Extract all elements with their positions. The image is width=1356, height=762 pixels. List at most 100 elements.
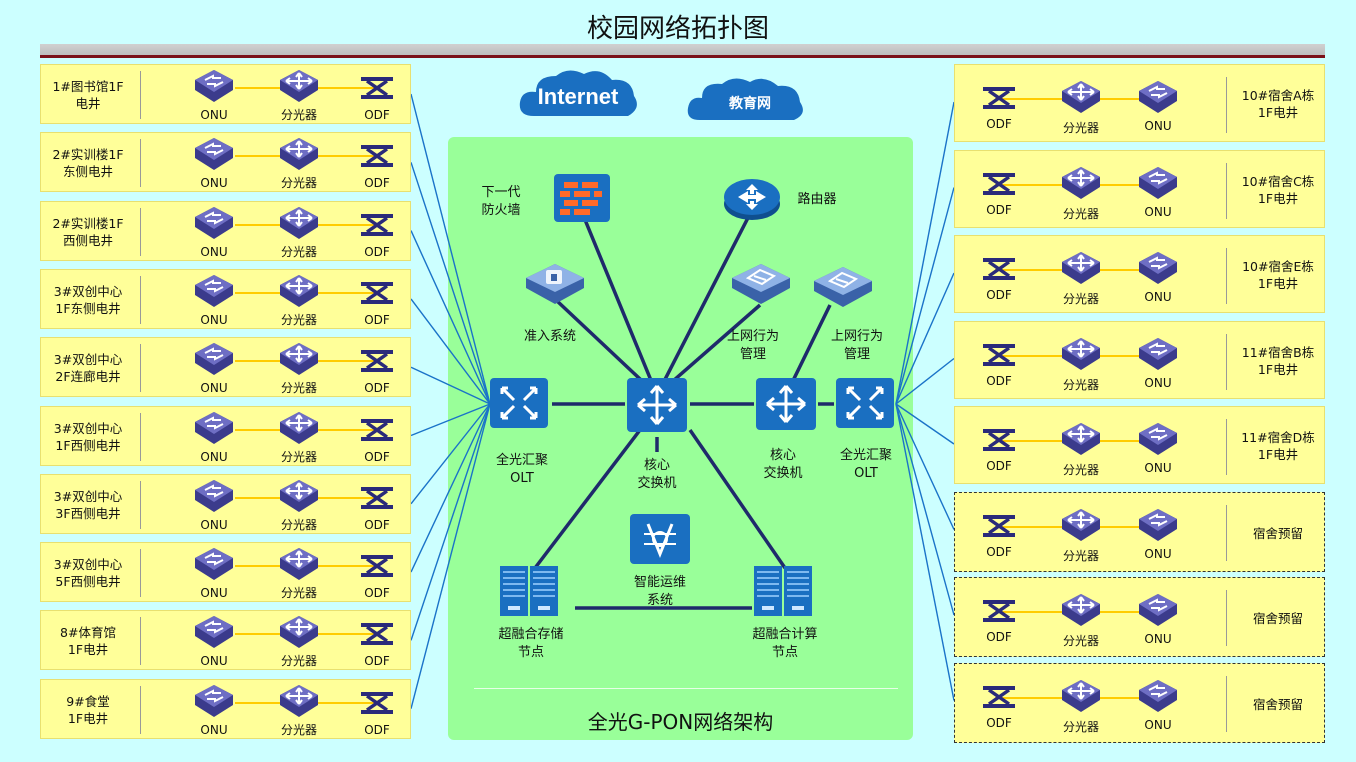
storage-node-icon	[500, 566, 558, 616]
row-divider	[1226, 504, 1227, 561]
link-core-compute	[688, 429, 787, 569]
splitter-label: 分光器	[280, 654, 317, 669]
odf-label: ODF	[364, 312, 390, 327]
odf-icon	[359, 280, 395, 310]
internet-label: Internet	[538, 84, 619, 109]
odf-icon	[359, 485, 395, 515]
odf-label: ODF	[364, 244, 390, 259]
onu-label: ONU	[200, 449, 228, 464]
olt-left-icon	[490, 378, 548, 428]
splitter-label: 分光器	[280, 586, 317, 601]
onu-label: ONU	[1144, 375, 1172, 390]
architecture-title: 全光G-PON网络架构	[587, 710, 774, 734]
firewall-label: 下一代防火墙	[481, 185, 521, 218]
core-panel	[448, 137, 913, 740]
splitter-label: 分光器	[1062, 377, 1099, 392]
splitter-label: 分光器	[280, 108, 317, 122]
edu-net-label: 教育网	[729, 95, 771, 112]
row-divider	[1226, 162, 1227, 219]
onu-label: ONU	[200, 586, 228, 601]
odf-label: ODF	[986, 202, 1012, 217]
uplink-line	[410, 403, 491, 573]
odf-icon	[359, 621, 395, 651]
odf-label: ODF	[986, 459, 1012, 473]
onu-icon	[193, 68, 235, 108]
splitter-label: 分光器	[1062, 548, 1099, 563]
firewall-icon	[554, 174, 610, 222]
splitter-icon	[278, 546, 320, 586]
odf-label: ODF	[364, 722, 390, 737]
behavior-mgmt-2-label: 上网行为管理	[830, 329, 883, 362]
row-divider	[1226, 248, 1227, 304]
splitter-icon	[278, 68, 320, 108]
splitter-icon	[278, 614, 320, 654]
odf-icon	[981, 513, 1017, 543]
onu-icon	[193, 205, 235, 245]
row-divider	[140, 71, 141, 119]
odf-icon	[981, 427, 1017, 457]
onu-icon	[1137, 678, 1179, 718]
onu-label: ONU	[200, 108, 228, 122]
odf-icon	[981, 85, 1017, 115]
uplink-line	[410, 403, 491, 709]
uplink-line	[410, 93, 491, 405]
splitter-icon	[278, 205, 320, 245]
onu-label: ONU	[200, 381, 228, 396]
onu-label: ONU	[200, 312, 228, 327]
odf-icon	[981, 256, 1017, 286]
splitter-label: 分光器	[280, 722, 317, 737]
splitter-label: 分光器	[280, 176, 317, 191]
behavior-mgmt-1-label: 上网行为管理	[726, 329, 779, 362]
row-divider	[140, 480, 141, 529]
row-divider	[140, 412, 141, 461]
uplink-line	[895, 403, 955, 530]
odf-label: ODF	[986, 630, 1012, 644]
odf-icon	[981, 598, 1017, 628]
odf-label: ODF	[364, 108, 390, 122]
splitter-label: 分光器	[1062, 292, 1099, 306]
odf-label: ODF	[986, 117, 1012, 131]
odf-label: ODF	[364, 586, 390, 601]
splitter-icon	[278, 683, 320, 723]
splitter-icon	[1060, 165, 1102, 205]
onu-icon	[193, 273, 235, 313]
link-firewall-core	[579, 209, 659, 396]
onu-icon	[193, 478, 235, 518]
onu-label: ONU	[1144, 717, 1172, 732]
storage-node-label: 超融合存储节点	[498, 627, 564, 660]
uplink-line	[410, 403, 491, 437]
splitter-label: 分光器	[280, 312, 317, 327]
onu-label: ONU	[200, 244, 228, 259]
odf-label: ODF	[986, 288, 1012, 302]
odf-icon	[359, 417, 395, 447]
onu-label: ONU	[1144, 461, 1172, 475]
odf-label: ODF	[364, 176, 390, 191]
splitter-icon	[278, 273, 320, 313]
core-panel-divider	[474, 688, 898, 689]
splitter-label: 分光器	[280, 244, 317, 259]
access-system-label: 准入系统	[523, 329, 576, 344]
link-core-storage	[533, 428, 642, 570]
splitter-label: 分光器	[1062, 206, 1099, 221]
uplink-line	[410, 230, 491, 405]
splitter-icon	[1060, 250, 1102, 290]
odf-icon	[981, 171, 1017, 201]
odf-icon	[981, 342, 1017, 372]
row-divider	[140, 685, 141, 734]
splitter-icon	[1060, 79, 1102, 119]
odf-icon	[981, 684, 1017, 714]
odf-icon	[359, 212, 395, 242]
